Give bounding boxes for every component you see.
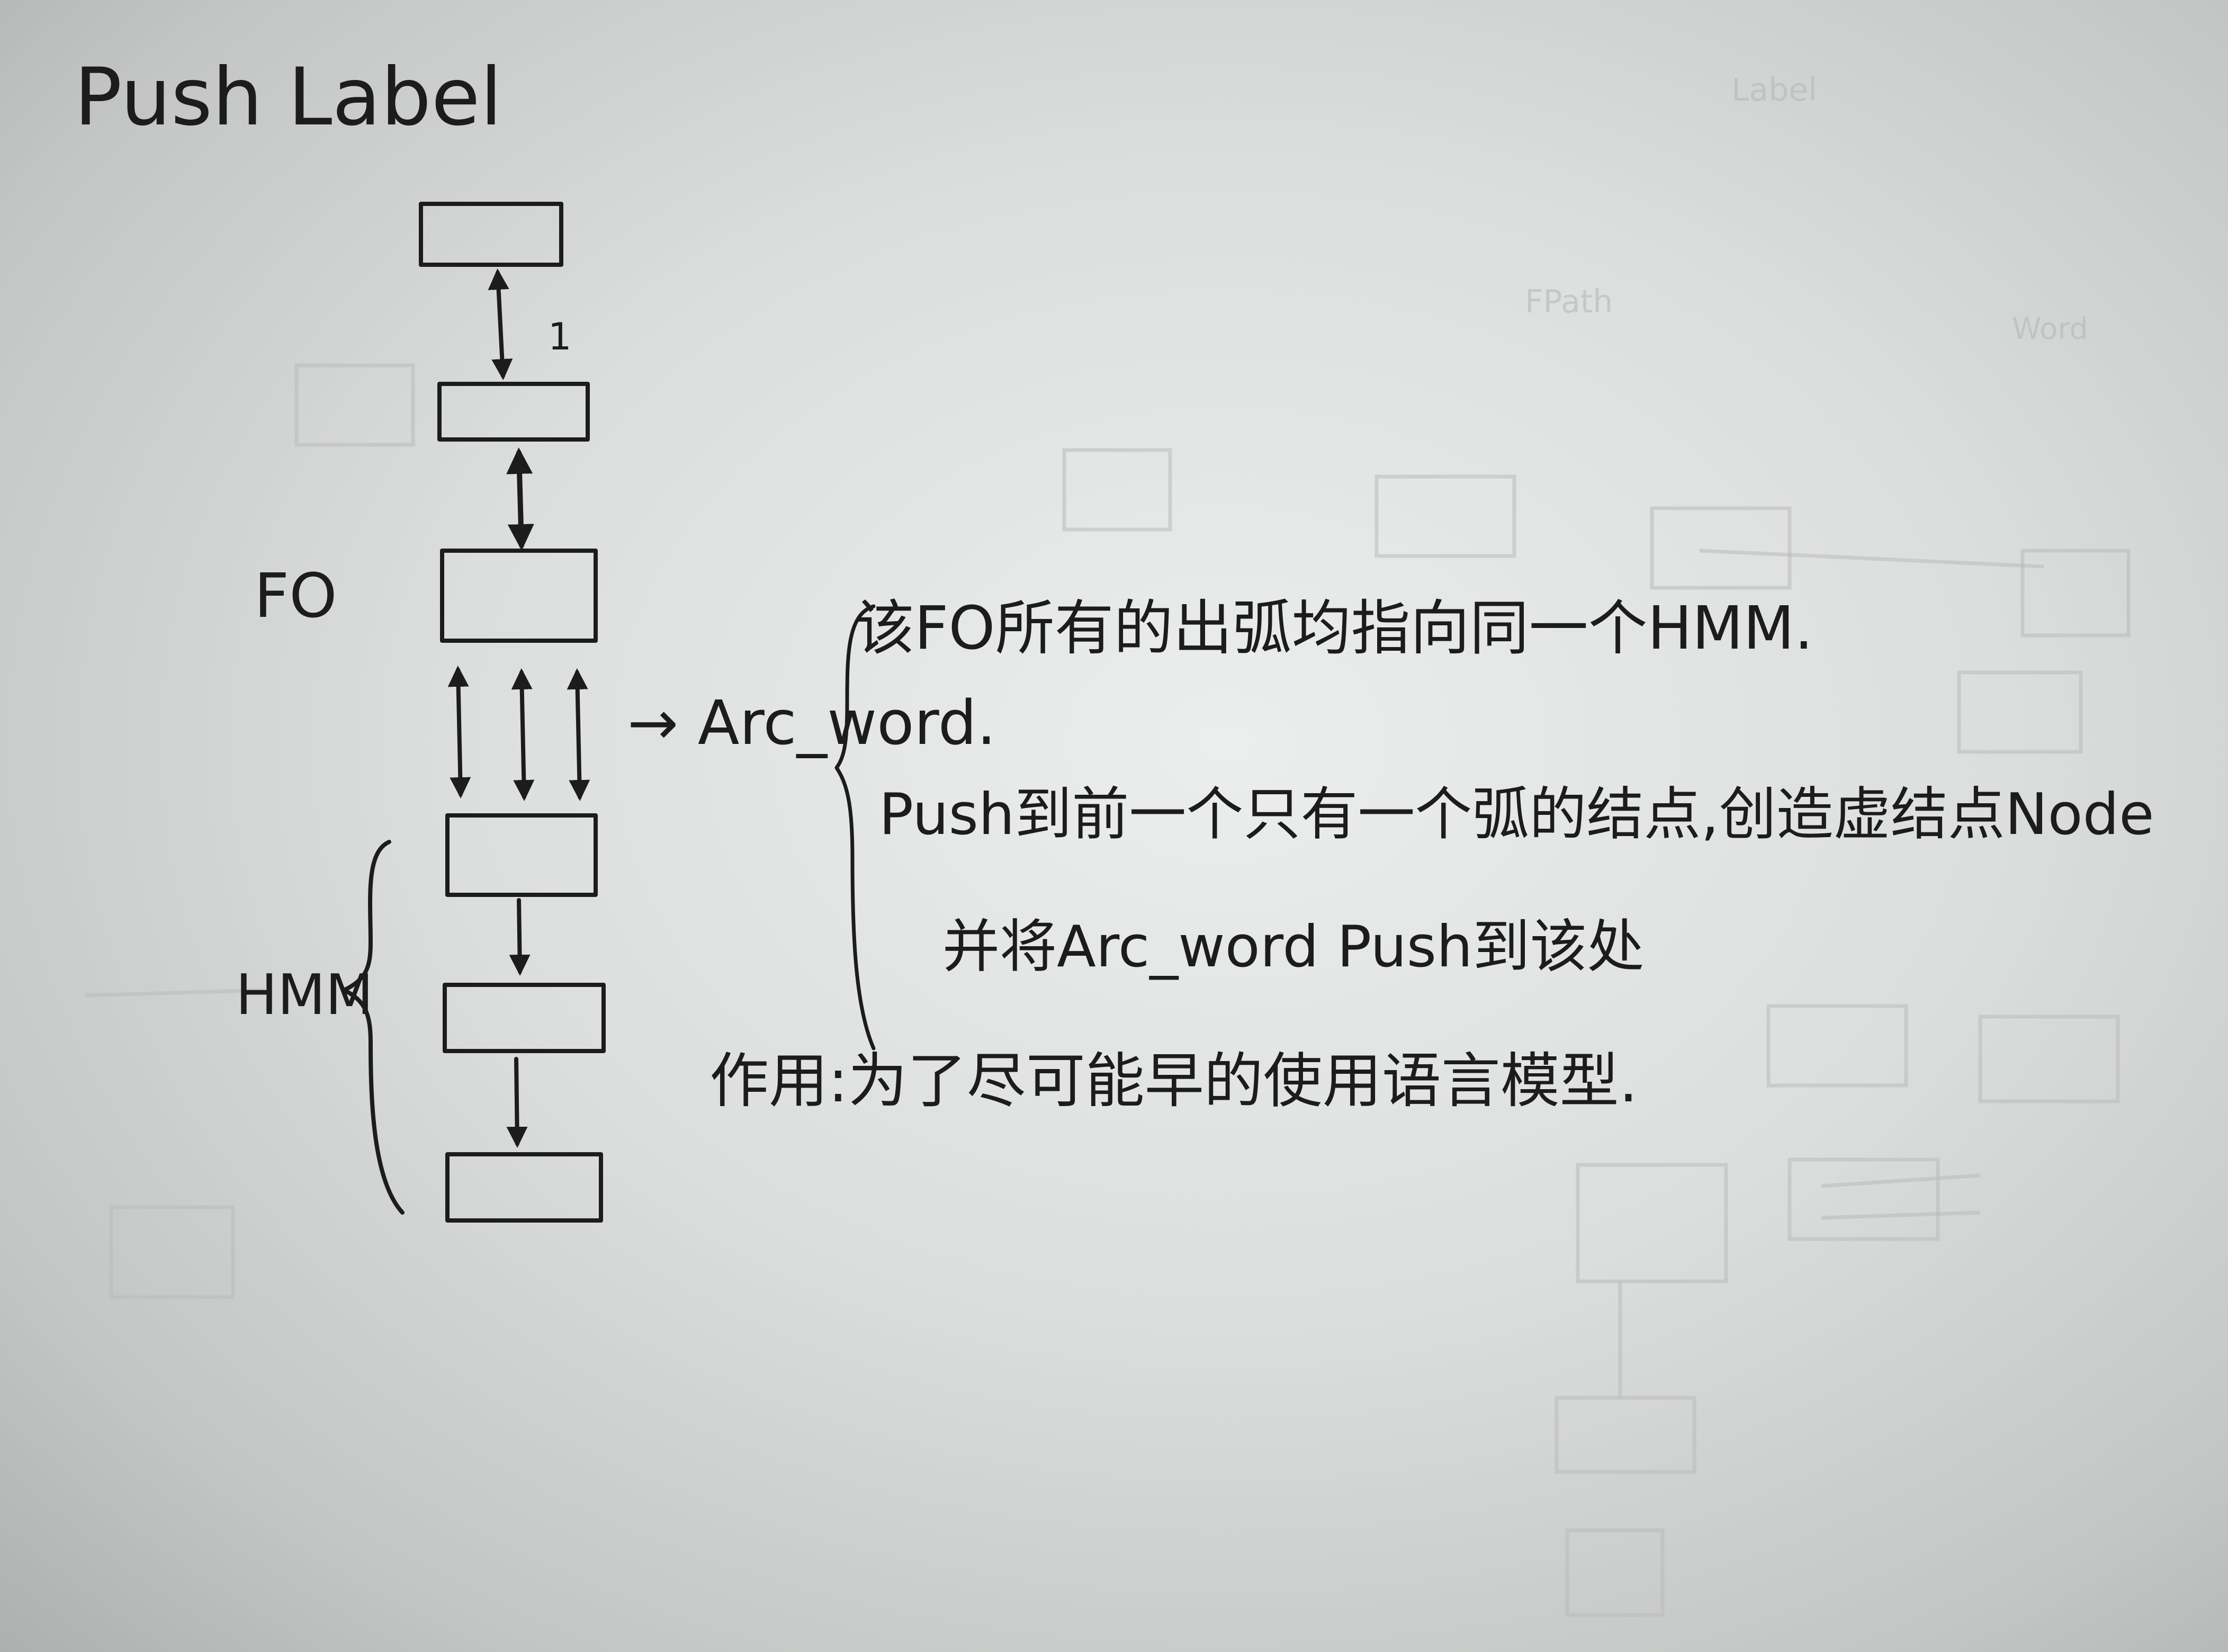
hmm-arrow-2	[506, 1057, 528, 1148]
arc-arrow-left	[447, 666, 471, 798]
diagram-title: Push Label	[74, 51, 502, 143]
hmm-node-box-3	[445, 1152, 603, 1223]
fo-label: FO	[254, 561, 337, 632]
arc-word-label: → Arc_word.	[627, 688, 996, 759]
notes-brace	[834, 604, 876, 1051]
node-chain	[419, 202, 606, 1223]
note-line-3: 并将Arc_word Push到该处	[942, 914, 1644, 980]
hmm-label: HMM	[236, 963, 373, 1027]
hmm-node-box-2	[443, 983, 606, 1053]
note-line-2: Push到前一个只有一个弧的结点,创造虚结点Node	[879, 782, 2154, 848]
hmm-arrow-1	[509, 898, 531, 976]
ghost-marks: Label FPath Word	[84, 71, 2131, 1617]
second-node-box	[437, 382, 590, 442]
arc-arrow-middle	[511, 668, 535, 801]
edges	[447, 268, 590, 1148]
svg-text:FPath: FPath	[1525, 283, 1613, 320]
svg-text:Word: Word	[2012, 312, 2088, 346]
top-node-box	[419, 202, 563, 267]
svg-text:Label: Label	[1731, 71, 1817, 109]
edge-weight-label: 1	[548, 315, 572, 358]
bidirectional-arrow-1	[488, 268, 513, 380]
note-line-4: 作用:为了尽可能早的使用语言模型.	[709, 1047, 1638, 1116]
note-line-1: 该FO所有的出弧均指向同一个HMM.	[855, 594, 1813, 663]
arc-arrow-right	[567, 668, 590, 801]
hmm-brace	[342, 840, 405, 1215]
fo-node-box	[440, 549, 598, 643]
bidirectional-arrow-2	[506, 447, 534, 551]
hmm-node-box-1	[445, 813, 598, 897]
